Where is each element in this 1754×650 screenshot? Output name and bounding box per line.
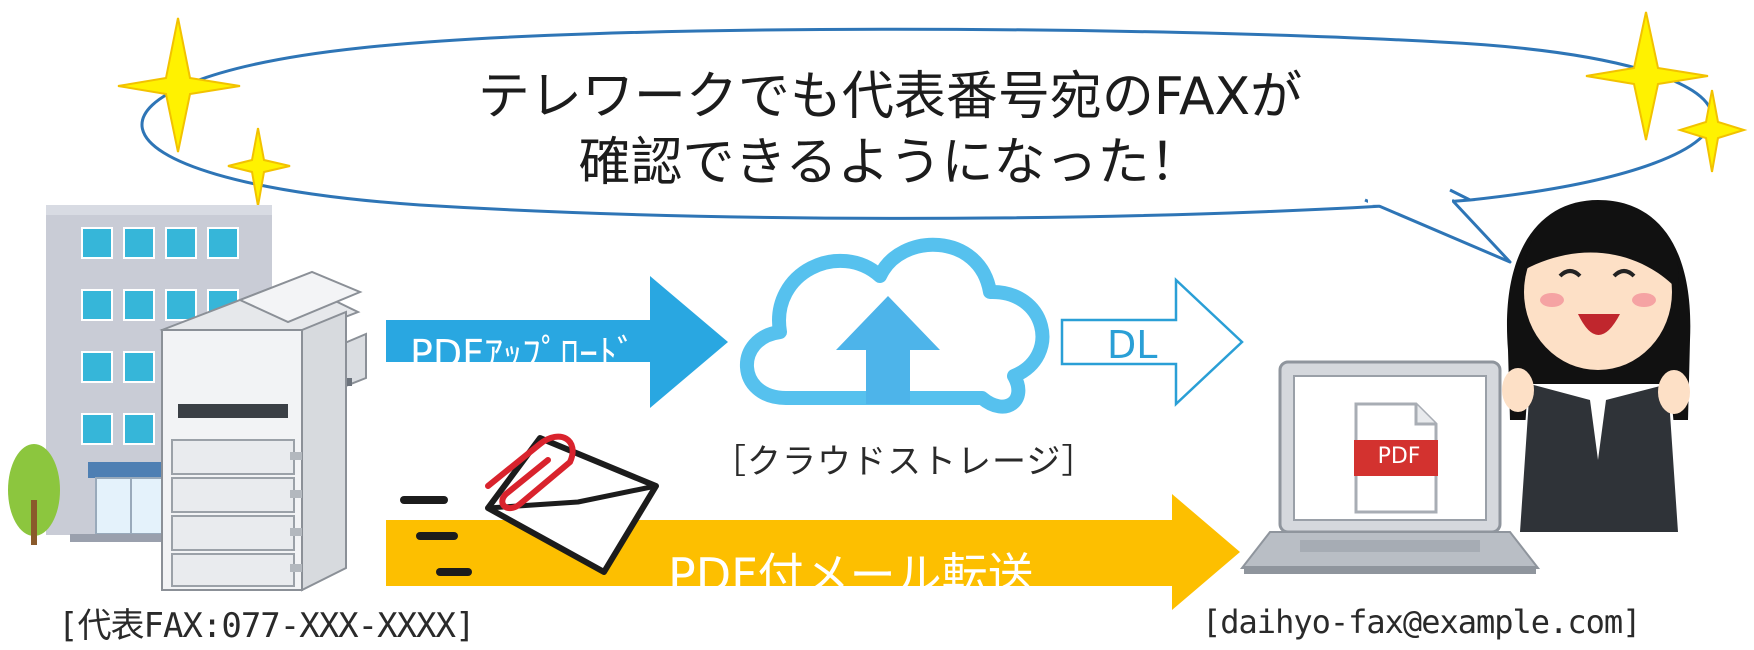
speech-bubble	[140, 27, 1714, 264]
download-arrow	[1060, 277, 1244, 407]
pdf-document-label: PDF	[1377, 444, 1421, 469]
cloud-storage-icon	[739, 237, 1050, 414]
speech-line-1: テレワークでも代表番号宛のFAXが	[477, 67, 1303, 127]
sparkle-right-small-icon	[1676, 89, 1748, 173]
cloud-storage-caption: ［クラウドストレージ］	[712, 442, 1097, 482]
speech-text: テレワークでも代表番号宛のFAXが 確認できるようになった！	[440, 64, 1340, 196]
tree-icon	[8, 444, 60, 545]
sparkle-icon	[117, 17, 241, 153]
fax-machine-icon	[159, 270, 367, 592]
fax-number-caption: [代表FAX:077-XXX-XXXX]	[58, 606, 475, 646]
sparkle-right-icon	[1585, 11, 1709, 141]
speed-lines-icon	[400, 496, 472, 576]
pdf-document-icon	[1354, 402, 1438, 514]
woman-character-icon	[1502, 200, 1691, 532]
upload-arrow-icon	[836, 296, 940, 404]
laptop-icon	[1239, 360, 1541, 574]
paperclip-icon	[485, 433, 576, 512]
mail-forward-label: PDF付メール転送	[668, 548, 1034, 602]
email-address-caption: [daihyo-fax@example.com]	[1202, 603, 1641, 641]
dl-label: DL	[1107, 323, 1158, 367]
upload-arrow	[386, 276, 728, 408]
upload-label: PDFｱｯﾌﾟﾛｰﾄﾞ	[410, 332, 637, 376]
speech-line-2: 確認できるようになった！	[578, 133, 1202, 193]
